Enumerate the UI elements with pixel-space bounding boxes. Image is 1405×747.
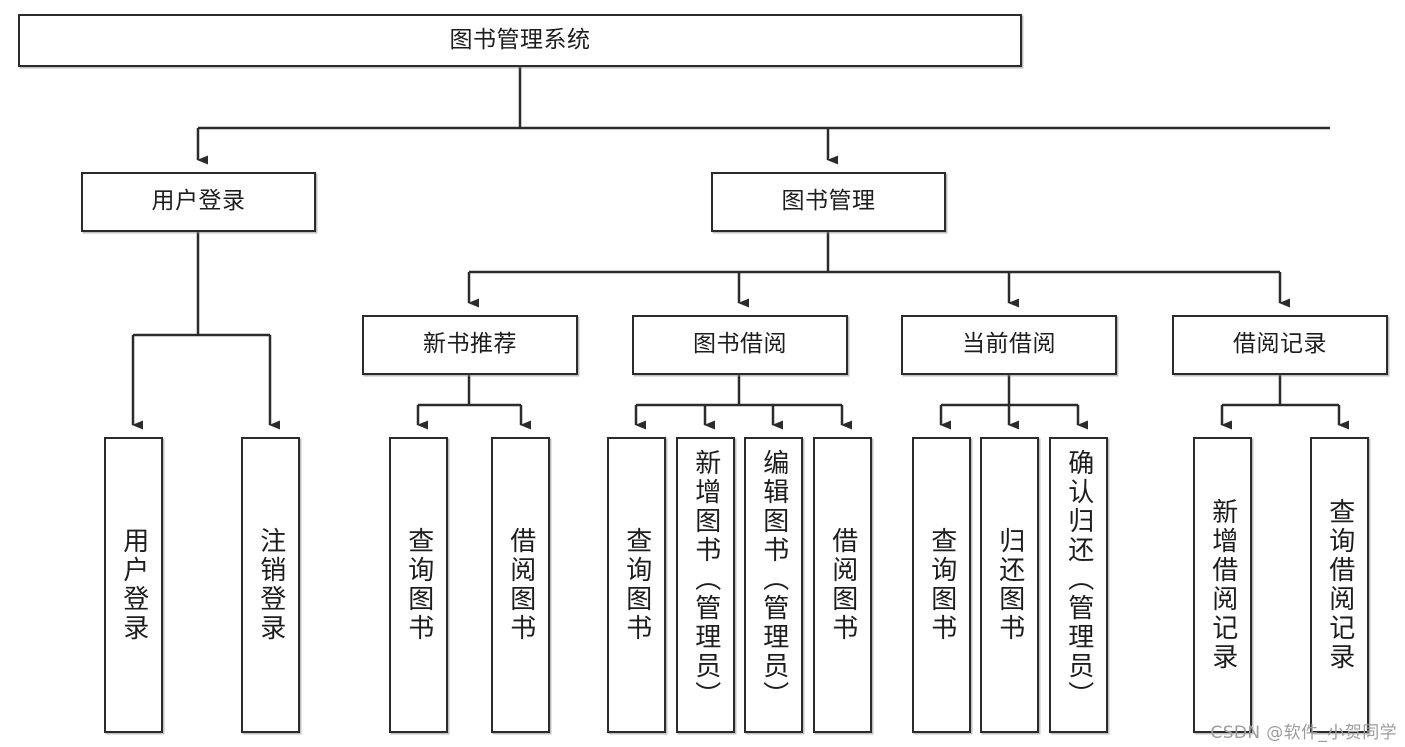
node-label: 确认归还（管理员） bbox=[1063, 449, 1094, 710]
node-label: 查询图书 bbox=[621, 527, 652, 643]
node-label: 用户登录 bbox=[118, 527, 149, 643]
node-label: 借阅图书 bbox=[505, 527, 536, 643]
node-label: 当前借阅 bbox=[962, 331, 1056, 358]
node-leaf-borrow-book-2[interactable]: 借阅图书 bbox=[813, 437, 872, 733]
node-label: 图书管理 bbox=[781, 188, 876, 215]
node-label: 新书推荐 bbox=[423, 331, 517, 358]
node-borrow-record[interactable]: 借阅记录 bbox=[1172, 315, 1388, 375]
node-leaf-query-book-2[interactable]: 查询图书 bbox=[607, 437, 666, 733]
node-label: 借阅记录 bbox=[1233, 331, 1327, 358]
node-current-borrow[interactable]: 当前借阅 bbox=[901, 315, 1117, 375]
node-label: 编辑图书（管理员） bbox=[758, 449, 789, 710]
node-leaf-query-book-1[interactable]: 查询图书 bbox=[389, 437, 448, 733]
node-book-management[interactable]: 图书管理 bbox=[711, 172, 946, 232]
node-label: 新增借阅记录 bbox=[1207, 498, 1238, 672]
node-leaf-query-book-3[interactable]: 查询图书 bbox=[912, 437, 971, 733]
node-leaf-confirm-return[interactable]: 确认归还（管理员） bbox=[1049, 437, 1108, 733]
node-leaf-add-record[interactable]: 新增借阅记录 bbox=[1193, 437, 1252, 733]
node-label: 查询图书 bbox=[403, 527, 434, 643]
node-leaf-borrow-book-1[interactable]: 借阅图书 bbox=[491, 437, 550, 733]
node-label: 查询借阅记录 bbox=[1324, 498, 1355, 672]
node-new-book-recommend[interactable]: 新书推荐 bbox=[362, 315, 578, 375]
node-label: 注销登录 bbox=[255, 527, 286, 643]
node-label: 借阅图书 bbox=[827, 527, 858, 643]
node-label: 用户登录 bbox=[151, 188, 246, 215]
node-leaf-user-login[interactable]: 用户登录 bbox=[104, 437, 163, 733]
node-leaf-add-book[interactable]: 新增图书（管理员） bbox=[676, 437, 735, 733]
node-leaf-logout-login[interactable]: 注销登录 bbox=[241, 437, 300, 733]
csdn-watermark: CSDN @软件_小贺同学 bbox=[1210, 723, 1397, 743]
node-label: 归还图书 bbox=[994, 527, 1025, 643]
node-leaf-query-record[interactable]: 查询借阅记录 bbox=[1310, 437, 1369, 733]
node-book-borrow[interactable]: 图书借阅 bbox=[632, 315, 848, 375]
node-label: 图书借阅 bbox=[693, 331, 787, 358]
node-leaf-edit-book[interactable]: 编辑图书（管理员） bbox=[744, 437, 803, 733]
node-label: 新增图书（管理员） bbox=[690, 449, 721, 710]
node-user-login[interactable]: 用户登录 bbox=[81, 172, 316, 232]
node-leaf-return-book[interactable]: 归还图书 bbox=[980, 437, 1039, 733]
node-label: 图书管理系统 bbox=[449, 26, 591, 53]
node-root-book-management-system[interactable]: 图书管理系统 bbox=[18, 14, 1022, 67]
node-label: 查询图书 bbox=[926, 527, 957, 643]
